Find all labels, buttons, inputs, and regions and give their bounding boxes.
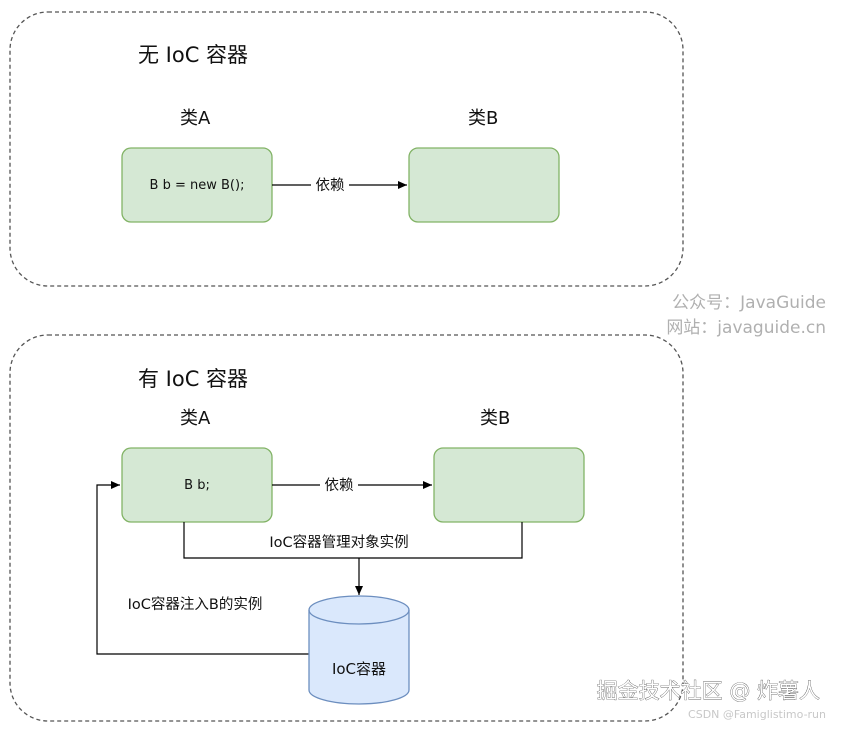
- panel-without-ioc: 无 IoC 容器 类A 类B B b = new B(); 依赖: [9, 11, 684, 287]
- top-class-b-box: [408, 147, 560, 223]
- panel-without-ioc-frame: [9, 11, 684, 287]
- bottom-dependency-label: 依赖: [325, 477, 354, 494]
- manage-connector: [183, 522, 523, 559]
- panel-with-ioc-frame: [9, 334, 684, 722]
- ioc-container-cylinder: IoC容器: [308, 595, 410, 705]
- footer-credit: CSDN @Famiglistimo-run: [688, 708, 826, 721]
- top-dependency-label-bg: [311, 175, 349, 195]
- footer-brand: 掘金技术社区 @ 炸薯人: [597, 679, 820, 703]
- inject-label: IoC容器注入B的实例: [128, 596, 263, 613]
- top-class-a-code: B b = new B();: [150, 178, 245, 193]
- ioc-container-body: [308, 595, 410, 705]
- ioc-container-rim: [308, 609, 410, 625]
- top-class-b-label: 类B: [468, 108, 498, 129]
- watermark-line-1: 公众号：JavaGuide: [672, 293, 826, 313]
- panel-with-ioc: 有 IoC 容器 类A 类B B b; 依赖 IoC容器管理对象实例 IoC容器…: [9, 334, 684, 722]
- bottom-class-b-label: 类B: [480, 408, 510, 429]
- panel-with-ioc-title: 有 IoC 容器: [138, 367, 248, 391]
- top-class-a-label: 类A: [180, 108, 211, 129]
- bottom-class-a-code: B b;: [184, 478, 210, 493]
- bottom-class-b-box: [433, 447, 585, 523]
- manage-label: IoC容器管理对象实例: [269, 534, 408, 551]
- watermark-line-2: 网站：javaguide.cn: [666, 318, 826, 338]
- bottom-dependency-label-bg: [320, 475, 358, 495]
- ioc-container-label: IoC容器: [332, 660, 386, 678]
- inject-arrow: [96, 481, 309, 655]
- top-dependency-label: 依赖: [316, 177, 345, 194]
- bottom-class-a-label: 类A: [180, 408, 211, 429]
- panel-without-ioc-title: 无 IoC 容器: [138, 43, 248, 67]
